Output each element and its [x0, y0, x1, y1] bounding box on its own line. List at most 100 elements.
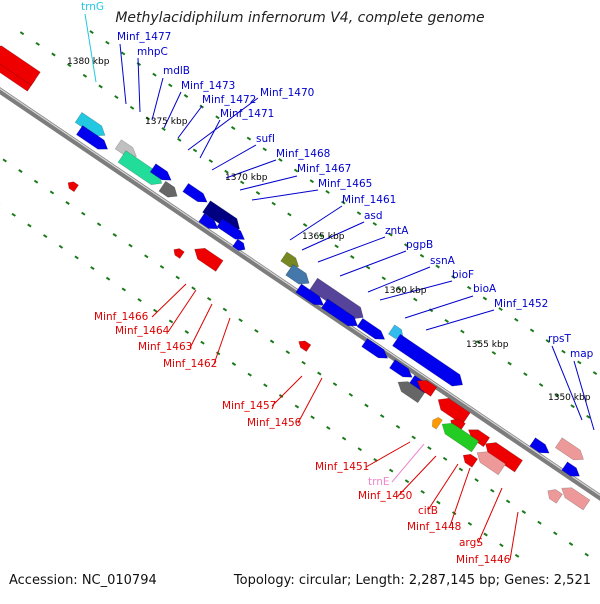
tick-dot [175, 276, 179, 280]
forward-gene-arrow[interactable] [555, 438, 587, 465]
gene-label[interactable]: Minf_1446 [456, 554, 511, 566]
reverse-gene-arrow[interactable] [66, 179, 79, 191]
tick-dot [350, 255, 354, 259]
tick-dot [467, 286, 471, 290]
tick-dot [27, 224, 31, 228]
tick-dot [380, 414, 384, 418]
tick-dot [333, 382, 337, 386]
accession-text: Accession: NC_010794 [9, 573, 157, 588]
tick-dot [522, 510, 526, 514]
tick-dot [483, 533, 487, 537]
tick-dot [459, 467, 463, 471]
gene-label[interactable]: Minf_1471 [220, 108, 274, 120]
gene-label[interactable]: Minf_1472 [202, 94, 256, 106]
tick-dot [483, 297, 487, 301]
tick-dot [514, 318, 518, 322]
tick-dot [593, 371, 597, 375]
tick-dot [35, 42, 39, 46]
tick-dot [209, 159, 213, 163]
tick-dot [420, 490, 424, 494]
tick-dot [231, 126, 235, 130]
gene-label[interactable]: argS [459, 537, 483, 549]
gene-label[interactable]: Minf_1461 [342, 194, 396, 206]
tick-dot [389, 469, 393, 473]
tick-dot [262, 147, 266, 151]
tick-dot [507, 362, 511, 366]
tick-dot [342, 437, 346, 441]
gene-label[interactable]: Minf_1450 [358, 490, 412, 502]
tick-dot [326, 426, 330, 430]
gene-label[interactable]: pgpB [406, 239, 433, 251]
tick-dot [105, 41, 109, 45]
gene-label[interactable]: Minf_1462 [163, 358, 217, 370]
tick-dot [577, 360, 581, 364]
tick-dot [238, 318, 242, 322]
gene-label[interactable]: bioA [473, 283, 497, 295]
genome-summary-text: Topology: circular; Length: 2,287,145 bp… [234, 573, 591, 588]
map-title: Methylacidiphilum infernorum V4, complet… [0, 10, 600, 26]
gene-label[interactable]: Minf_1477 [117, 31, 171, 43]
kbp-label: 1380 kbp [67, 57, 110, 67]
gene-label[interactable]: Minf_1456 [247, 417, 302, 429]
gene-label[interactable]: mhpC [137, 46, 168, 58]
reverse-gene-arrow[interactable] [460, 451, 477, 467]
forward-gene-arrow[interactable] [183, 183, 210, 206]
gene-label[interactable]: citB [418, 505, 438, 517]
gene-label[interactable]: rpsT [548, 333, 571, 345]
gene-label[interactable]: trnE [368, 476, 390, 488]
tick-dot [530, 328, 534, 332]
tick-dot [468, 522, 472, 526]
tick-dot [358, 447, 362, 451]
tick-dot [287, 212, 291, 216]
gene-label[interactable]: sufI [256, 133, 275, 145]
gene-label[interactable]: Minf_1470 [260, 87, 314, 99]
tick-dot [270, 340, 274, 344]
reverse-gene-arrow[interactable] [172, 246, 185, 258]
tick-dot [160, 265, 164, 269]
tick-dot [413, 298, 417, 302]
gene-label[interactable]: Minf_1466 [94, 311, 149, 323]
tick-dot [382, 276, 386, 280]
label-leader-line [168, 290, 196, 332]
gene-label[interactable]: mdlB [163, 65, 190, 77]
label-leader-line [340, 251, 406, 276]
tick-dot [444, 319, 448, 323]
gene-label[interactable]: map [570, 348, 594, 360]
gene-label[interactable]: Minf_1457 [222, 400, 276, 412]
tick-dot [499, 543, 503, 547]
tick-dot [83, 74, 87, 78]
tick-dot [373, 222, 377, 226]
gene-label[interactable]: Minf_1448 [407, 521, 461, 533]
reverse-gene-labels: Minf_1466 Minf_1464 Minf_1463 Minf_1462 … [94, 311, 511, 566]
label-leader-line [272, 376, 302, 406]
tick-dot [247, 137, 251, 141]
tick-dot [553, 531, 557, 535]
reverse-gene-arrow[interactable] [296, 338, 310, 351]
tick-dot [349, 393, 353, 397]
gene-label[interactable]: Minf_1467 [297, 163, 351, 175]
gene-label[interactable]: bioF [452, 269, 474, 281]
tick-dot [301, 361, 305, 365]
label-leader-line [298, 378, 322, 423]
tick-dot [310, 179, 314, 183]
gene-label[interactable]: asd [364, 210, 383, 222]
tick-dot [537, 521, 541, 525]
gene-label[interactable]: ssnA [430, 255, 456, 267]
reverse-gene-arrow[interactable] [191, 244, 223, 272]
gene-label[interactable]: Minf_1473 [181, 80, 235, 92]
gene-label[interactable]: Minf_1452 [494, 298, 548, 310]
reverse-gene-arrow[interactable] [430, 416, 443, 430]
tick-dot [247, 373, 251, 377]
reverse-gene-arrow[interactable] [545, 486, 563, 503]
tick-dot [569, 542, 573, 546]
tick-dot [436, 501, 440, 505]
tick-dot [128, 244, 132, 248]
gene-label[interactable]: Minf_1465 [318, 178, 372, 190]
tick-dot [271, 202, 275, 206]
gene-label[interactable]: Minf_1463 [138, 341, 192, 353]
gene-label[interactable]: Minf_1468 [276, 148, 330, 160]
gene-label[interactable]: zntA [385, 225, 409, 237]
gene-label[interactable]: Minf_1451 [315, 461, 369, 473]
gene-label[interactable]: Minf_1464 [115, 325, 170, 337]
